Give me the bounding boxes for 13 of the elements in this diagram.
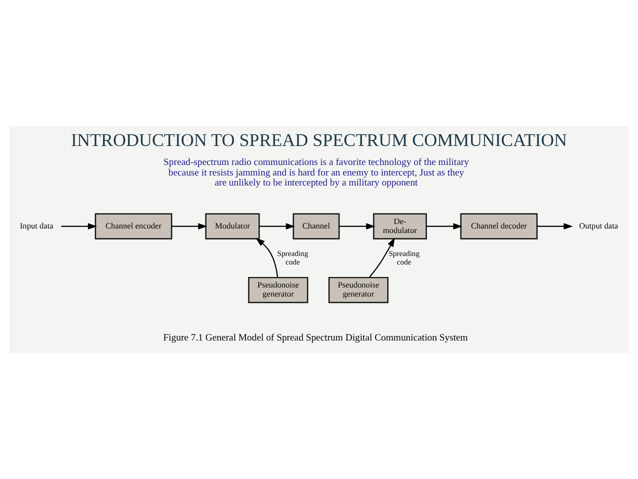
caption: Figure 7.1 General Model of Spread Spectrum Digital Communication System <box>163 332 468 344</box>
label: Spread-spectrum radio communications is a favorite technology of the military because it resists jamming and is hard for an enemy to intercept, Just as they are unlikely to be intercepted by a military opponent <box>164 156 469 189</box>
edge-label: Spreading code <box>388 248 420 266</box>
arrow <box>368 237 395 278</box>
arrow <box>339 223 376 230</box>
arrow <box>172 223 208 230</box>
edge-label: Spreading code <box>277 248 308 266</box>
arrow <box>426 223 462 230</box>
arrow <box>259 223 295 230</box>
arrow <box>256 238 278 278</box>
arrow <box>61 223 98 230</box>
diagram-title: INTRODUCTION TO SPREAD SPECTRUM COMMUNICATION <box>71 130 567 150</box>
arrow <box>537 223 573 230</box>
